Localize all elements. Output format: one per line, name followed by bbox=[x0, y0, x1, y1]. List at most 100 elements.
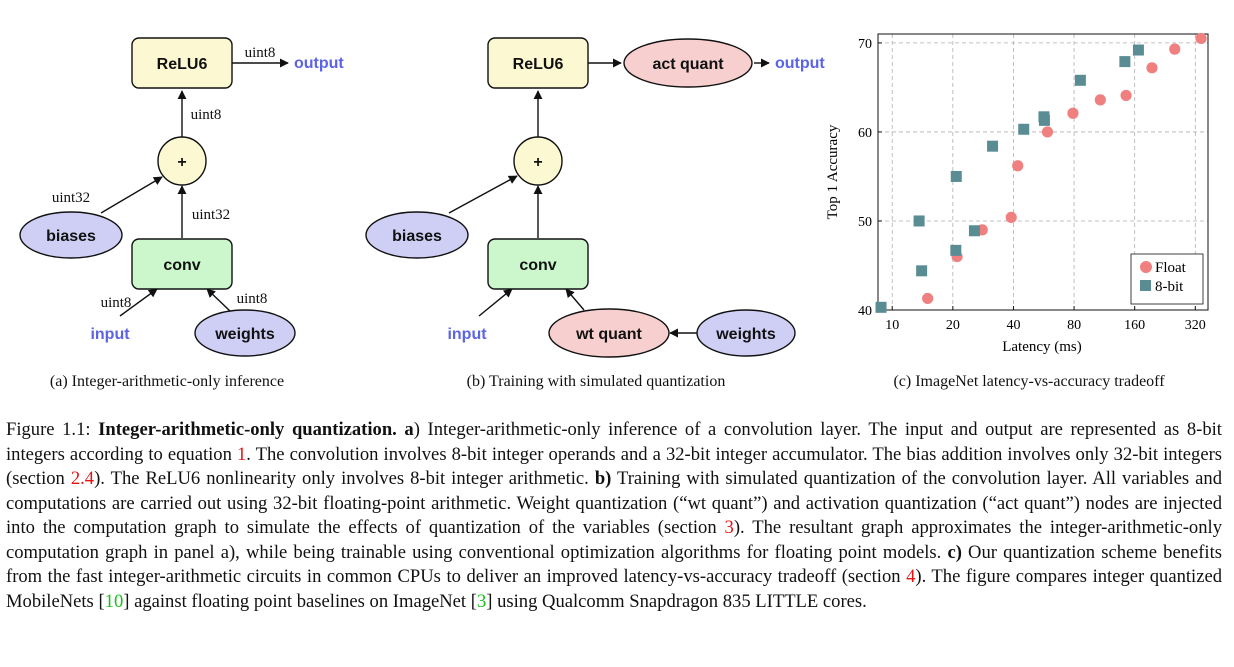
legend-marker-int8 bbox=[1140, 280, 1151, 291]
legend-label-int8: 8-bit bbox=[1155, 279, 1184, 295]
subcaption-c: (c) ImageNet latency-vs-accuracy tradeof… bbox=[893, 373, 1165, 390]
section-3-ref-link[interactable]: 3 bbox=[724, 517, 734, 538]
int8-point bbox=[875, 301, 887, 313]
y-tick-label: 40 bbox=[858, 304, 872, 319]
section-2-4-ref-link[interactable]: 2.4 bbox=[70, 468, 95, 489]
y-tick-label: 70 bbox=[858, 37, 872, 52]
section-4-ref-link[interactable]: 4 bbox=[906, 566, 916, 587]
float-point bbox=[1146, 62, 1158, 74]
subcaption-a: (a) Integer-arithmetic-only inference bbox=[50, 373, 284, 390]
x-tick-label: 20 bbox=[946, 318, 960, 333]
chart-points bbox=[875, 32, 1207, 313]
float-point bbox=[1094, 94, 1106, 106]
citation-10-link[interactable]: 10 bbox=[104, 590, 124, 612]
caption-text-7: ). The figure compares integer quantized… bbox=[6, 566, 1223, 612]
edge-label-input-conv: uint8 bbox=[101, 295, 132, 311]
caption-text-5: ). The resultant graph approximates the … bbox=[6, 517, 1222, 563]
biases-node-b bbox=[365, 211, 469, 259]
equation-ref-link[interactable]: 1 bbox=[236, 443, 247, 465]
int8-point bbox=[1018, 123, 1030, 135]
add-node-b-label: + bbox=[533, 154, 542, 171]
caption-text-2: . The convolution involves 8-bit integer… bbox=[6, 443, 1222, 490]
x-tick-label: 10 bbox=[885, 318, 899, 333]
relu6-node-b bbox=[487, 37, 589, 89]
caption-part-a-text: ) Integer-arithmetic-only inference of a… bbox=[6, 419, 1222, 465]
int8-point bbox=[913, 215, 925, 227]
caption-part-c-marker: c) bbox=[947, 541, 962, 563]
conv-node-b-label: conv bbox=[519, 257, 556, 274]
edge-input-to-conv-b bbox=[478, 288, 513, 317]
edge-biases-to-add bbox=[100, 176, 163, 214]
edge-wtquant-to-conv bbox=[565, 288, 585, 311]
wt-quant-node bbox=[548, 308, 670, 358]
add-node bbox=[157, 136, 207, 186]
legend-label-float: Float bbox=[1155, 260, 1187, 276]
float-point bbox=[1012, 160, 1024, 172]
panel-c-chart: 10 20 40 80 160 320 40 50 60 70 Latency (ms) Top … bbox=[825, 32, 1209, 390]
caption-text-9: ] using Qualcomm Snapdragon 835 LITTLE c… bbox=[486, 590, 867, 612]
biases-node-b-label: biases bbox=[392, 228, 442, 245]
chart-ticks: 10 20 40 80 160 320 40 50 60 70 bbox=[858, 37, 1206, 333]
act-quant-node-label: act quant bbox=[652, 56, 724, 73]
int8-point bbox=[987, 140, 999, 152]
y-tick-label: 50 bbox=[858, 215, 872, 230]
add-node-label: + bbox=[177, 154, 186, 171]
plot-frame bbox=[877, 33, 1209, 311]
add-node-b bbox=[513, 136, 563, 186]
weights-node bbox=[194, 309, 296, 357]
weights-node-b-label: weights bbox=[715, 326, 776, 343]
y-axis-label: Top 1 Accuracy bbox=[825, 124, 841, 219]
x-tick-label: 160 bbox=[1124, 318, 1145, 333]
float-point bbox=[1195, 32, 1207, 45]
edge-label-relu-out: uint8 bbox=[245, 45, 276, 61]
wt-quant-node-label: wt quant bbox=[575, 326, 642, 343]
biases-node-label: biases bbox=[46, 228, 96, 245]
float-point bbox=[1067, 107, 1079, 119]
x-tick-label: 80 bbox=[1067, 318, 1081, 333]
x-tick-label: 40 bbox=[1006, 318, 1020, 333]
caption-part-b-marker: b) bbox=[594, 468, 612, 489]
panel-a-diagram: ReLU6 output + conv biases weights input… bbox=[19, 37, 344, 390]
edge-label-bias-add: uint32 bbox=[52, 190, 90, 206]
citation-3-link[interactable]: 3 bbox=[476, 590, 487, 612]
float-point bbox=[922, 292, 934, 305]
int8-point bbox=[1074, 74, 1086, 86]
caption-part-a-marker: a bbox=[404, 419, 414, 440]
float-point bbox=[1005, 211, 1017, 224]
caption-text-8: ] against floating point baselines on Im… bbox=[123, 590, 477, 612]
int8-point bbox=[950, 244, 962, 256]
caption-title: Integer-arithmetic-only quantization. bbox=[98, 419, 397, 440]
int8-point bbox=[1038, 114, 1050, 126]
int8-point bbox=[950, 170, 962, 182]
edge-label-add-relu: uint8 bbox=[191, 107, 222, 123]
output-label-b: output bbox=[775, 55, 825, 72]
int8-point bbox=[1132, 44, 1144, 56]
edge-label-conv-add: uint32 bbox=[192, 207, 230, 223]
legend: Float 8-bit bbox=[1130, 253, 1204, 305]
int8-point bbox=[916, 265, 928, 277]
act-quant-node bbox=[623, 38, 753, 88]
biases-node bbox=[19, 211, 123, 259]
float-point bbox=[1041, 126, 1054, 138]
x-axis-label: Latency (ms) bbox=[1002, 339, 1082, 355]
subcaption-b: (b) Training with simulated quantization bbox=[467, 373, 726, 390]
x-tick-label: 320 bbox=[1185, 318, 1206, 333]
legend-marker-float bbox=[1140, 261, 1152, 273]
output-label: output bbox=[294, 55, 344, 72]
edge-biases-to-add-b bbox=[448, 175, 518, 214]
conv-node-label: conv bbox=[163, 257, 200, 274]
caption-figure-number: Figure 1.1: bbox=[6, 419, 99, 440]
relu6-node-label: ReLU6 bbox=[157, 56, 208, 73]
input-label-b: input bbox=[447, 326, 487, 343]
relu6-node-b-label: ReLU6 bbox=[513, 56, 564, 73]
y-tick-label: 60 bbox=[858, 126, 872, 141]
relu6-node bbox=[131, 37, 233, 89]
conv-node-b bbox=[487, 238, 589, 290]
float-point bbox=[1169, 43, 1181, 55]
int8-point bbox=[1119, 56, 1131, 68]
caption-part-c-text: Our quantization scheme benefits from th… bbox=[6, 541, 1223, 588]
int8-point bbox=[968, 225, 980, 237]
conv-node bbox=[131, 238, 233, 290]
caption-text-3: ). The ReLU6 nonlinearity only involves … bbox=[94, 468, 595, 489]
